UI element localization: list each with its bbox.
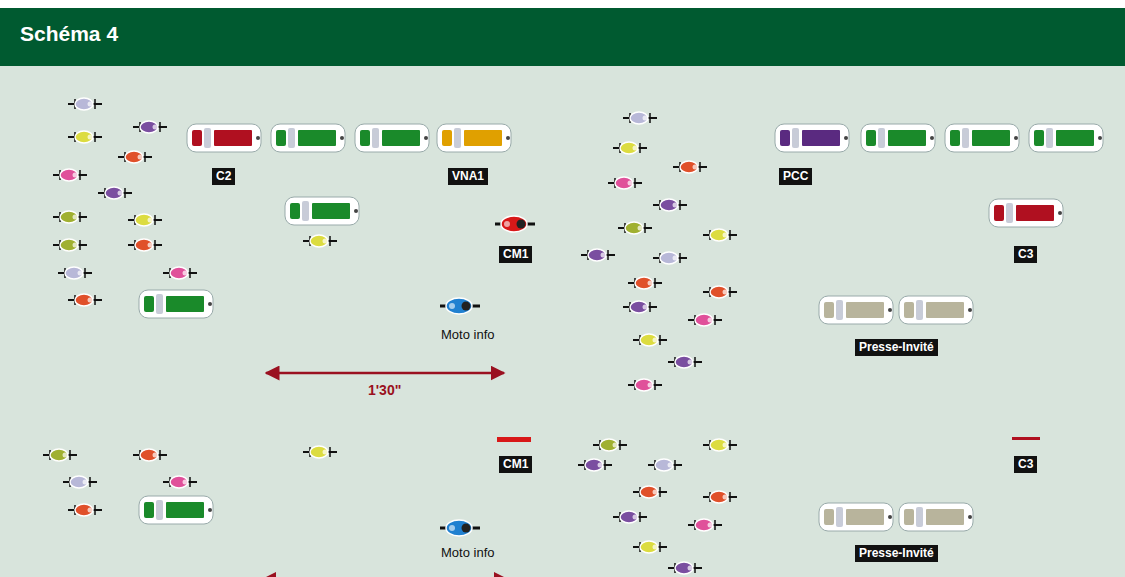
- vehicle-label: Moto info: [441, 545, 494, 560]
- rider: [633, 541, 667, 553]
- rider: [163, 267, 197, 279]
- rider: [98, 187, 132, 199]
- rider: [628, 277, 662, 289]
- rider: [303, 235, 337, 247]
- rider-group: [581, 112, 737, 391]
- rider: [668, 562, 702, 574]
- tag-text: C3: [1018, 247, 1033, 261]
- rider: [53, 239, 87, 251]
- rider: [613, 142, 647, 154]
- arrow-edge: [494, 572, 504, 577]
- rider: [623, 112, 657, 124]
- vehicle-tag: C3: [1014, 246, 1037, 263]
- rider: [68, 294, 102, 306]
- vehicle-tag: C2: [212, 168, 235, 185]
- rider: [593, 439, 627, 451]
- rider: [673, 161, 707, 173]
- rider: [68, 504, 102, 516]
- rider: [63, 476, 97, 488]
- car: [285, 197, 359, 225]
- arrow-edge: [266, 572, 276, 577]
- tag-text: Presse-Invité: [859, 340, 934, 354]
- rider: [133, 121, 167, 133]
- title: Schéma 4: [20, 22, 118, 46]
- vehicle-tag: Presse-Invité: [855, 339, 938, 356]
- car: [945, 124, 1019, 152]
- car: [187, 124, 261, 152]
- motorbike: [440, 520, 480, 536]
- rider-group: [43, 439, 737, 574]
- rider: [668, 356, 702, 368]
- rider: [163, 476, 197, 488]
- motorbike: [440, 298, 480, 314]
- title-bar: [0, 8, 1125, 66]
- rider: [118, 151, 152, 163]
- tag-text: Presse-Invité: [859, 546, 934, 560]
- rider: [68, 131, 102, 143]
- rider: [608, 177, 642, 189]
- tag-text: CM1: [503, 457, 528, 471]
- car-edge: [1012, 437, 1040, 440]
- rider: [688, 519, 722, 531]
- rider: [303, 446, 337, 458]
- rider: [128, 214, 162, 226]
- tag-text: PCC: [783, 169, 808, 183]
- rider: [128, 239, 162, 251]
- motorbike: [495, 216, 535, 232]
- vehicle-label: Moto info: [441, 327, 494, 342]
- car: [1029, 124, 1103, 152]
- vehicle-tag: CM1: [499, 246, 532, 263]
- car: [775, 124, 849, 152]
- motorbike-edge: [497, 437, 531, 442]
- tag-text: CM1: [503, 247, 528, 261]
- vehicle-tag: VNA1: [448, 168, 488, 185]
- vehicle-tag: PCC: [779, 168, 812, 185]
- car: [861, 124, 935, 152]
- rider: [581, 249, 615, 261]
- rider: [703, 491, 737, 503]
- rider: [633, 334, 667, 346]
- rider: [653, 199, 687, 211]
- section-gap: [0, 428, 1125, 437]
- car: [819, 296, 893, 324]
- rider: [703, 229, 737, 241]
- car: [355, 124, 429, 152]
- rider: [648, 459, 682, 471]
- rider: [703, 439, 737, 451]
- rider: [578, 459, 612, 471]
- rider: [43, 449, 77, 461]
- car: [139, 496, 213, 524]
- rider: [53, 169, 87, 181]
- tag-text: VNA1: [452, 169, 484, 183]
- rider: [653, 252, 687, 264]
- car: [437, 124, 511, 152]
- rider: [618, 222, 652, 234]
- car: [899, 503, 973, 531]
- vehicle-tag: C3: [1014, 456, 1037, 473]
- rider: [133, 449, 167, 461]
- rider: [68, 98, 102, 110]
- car: [819, 503, 893, 531]
- car: [899, 296, 973, 324]
- vehicle-tag: CM1: [499, 456, 532, 473]
- rider: [613, 511, 647, 523]
- rider: [53, 211, 87, 223]
- car: [139, 290, 213, 318]
- gap-arrow: [266, 372, 504, 375]
- rider: [623, 301, 657, 313]
- gap-time: 1'30": [365, 382, 404, 398]
- tag-text: C3: [1018, 457, 1033, 471]
- rider: [703, 286, 737, 298]
- car: [271, 124, 345, 152]
- rider: [628, 379, 662, 391]
- rider: [633, 486, 667, 498]
- rider: [58, 267, 92, 279]
- vehicle-tag: Presse-Invité: [855, 545, 938, 562]
- rider: [688, 314, 722, 326]
- car: [989, 199, 1063, 227]
- tag-text: C2: [216, 169, 231, 183]
